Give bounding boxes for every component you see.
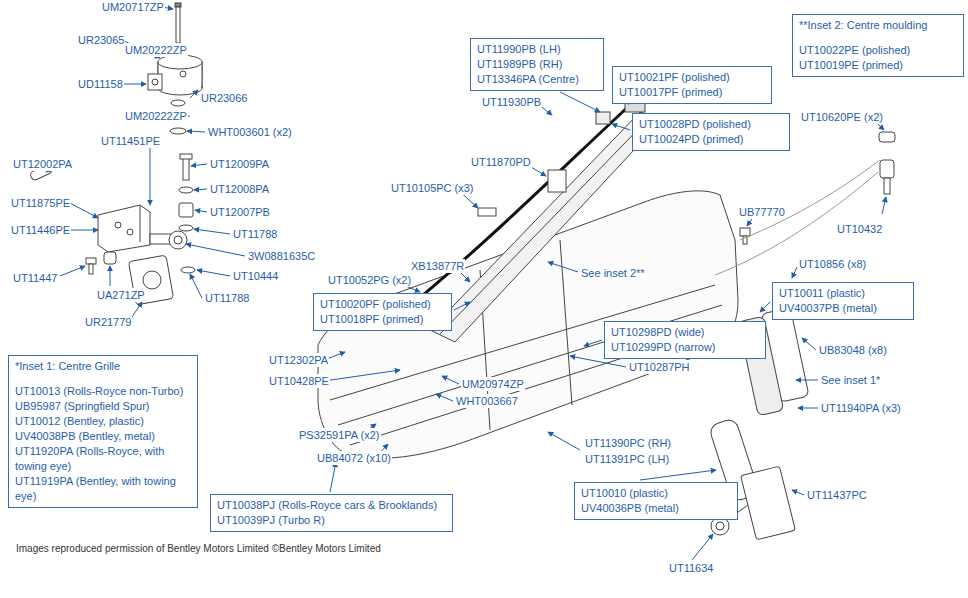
part-number: UR21779 bbox=[84, 315, 132, 329]
part-number: UT10018PF (primed) bbox=[320, 312, 445, 327]
part-number: UT12009PA bbox=[209, 157, 270, 171]
part-number: UT11391PC (LH) bbox=[584, 452, 670, 466]
part-number: UM20222ZP bbox=[124, 109, 188, 123]
part-number: UT10620PE (x2) bbox=[800, 110, 884, 124]
inset-box: **Inset 2: Centre mouldingUT10022PE (pol… bbox=[792, 14, 964, 77]
part-number: UB77770 bbox=[738, 205, 786, 219]
part-number: UT11390PC (RH) bbox=[584, 436, 672, 450]
part-number: UT10012 (Bentley, plastic) bbox=[15, 414, 191, 429]
part-number: UT12302PA bbox=[268, 353, 329, 367]
part-number: UT10428PE bbox=[268, 374, 330, 388]
part-number: UD11158 bbox=[77, 77, 124, 91]
inset-title: *Inset 1: Centre Grille bbox=[15, 359, 191, 374]
part-number: See inset 1* bbox=[820, 373, 881, 387]
part-number-box: UT10021PF (polished)UT10017PF (primed) bbox=[612, 66, 772, 104]
part-number: UT11920PA (Rolls-Royce, with towing eye) bbox=[15, 444, 191, 474]
part-number: UT11451PE bbox=[100, 134, 161, 148]
part-number: UA271ZP bbox=[96, 288, 146, 302]
part-number: UT12002PA bbox=[12, 157, 73, 171]
part-number-box: UT10010 (plastic)UV40036PB (metal) bbox=[574, 482, 738, 520]
part-number-box: UT10038PJ (Rolls-Royce cars & Brooklands… bbox=[210, 494, 453, 532]
part-number: UM20222ZP bbox=[124, 43, 188, 57]
part-number: UV40037PB (metal) bbox=[779, 301, 907, 316]
part-number: UT11919PA (Bentley, with towing eye) bbox=[15, 474, 191, 504]
part-number: UT11989PB (RH) bbox=[477, 57, 597, 72]
part-number: UT10039PJ (Turbo R) bbox=[217, 513, 446, 528]
part-number: UT10019PE (primed) bbox=[799, 58, 957, 73]
part-number: UT11437PC bbox=[806, 488, 868, 502]
part-number: UT11634 bbox=[668, 561, 714, 575]
part-number: UT10017PF (primed) bbox=[619, 85, 765, 100]
part-number: UT10013 (Rolls-Royce non-Turbo) bbox=[15, 384, 191, 399]
part-number: UT10038PJ (Rolls-Royce cars & Brooklands… bbox=[217, 498, 446, 513]
part-number: UT10298PD (wide) bbox=[611, 325, 759, 340]
part-number: UT10021PF (polished) bbox=[619, 70, 765, 85]
part-number: UT10432 bbox=[836, 222, 883, 236]
part-number: UT11990PB (LH) bbox=[477, 42, 597, 57]
part-number: WHT003667 bbox=[455, 394, 519, 408]
part-number: UT10022PE (polished) bbox=[799, 43, 957, 58]
part-number-box: UT10011 (plastic)UV40037PB (metal) bbox=[772, 282, 914, 320]
part-number: UB83048 (x8) bbox=[818, 343, 888, 357]
part-number: UB84072 (x10) bbox=[316, 451, 392, 465]
inset-box: *Inset 1: Centre GrilleUT10013 (Rolls-Ro… bbox=[8, 355, 198, 508]
part-number: UT10299PD (narrow) bbox=[611, 340, 759, 355]
part-number: UT10010 (plastic) bbox=[581, 486, 731, 501]
part-number: UT11788 bbox=[232, 227, 278, 241]
part-number: UT10052PG (x2) bbox=[327, 273, 412, 287]
part-number: UV40036PB (metal) bbox=[581, 501, 731, 516]
part-number: UT10024PD (primed) bbox=[639, 132, 783, 147]
part-number: UT10028PD (polished) bbox=[639, 117, 783, 132]
part-number: UV40038PB (Bentley, metal) bbox=[15, 429, 191, 444]
part-number: UR23066 bbox=[200, 91, 248, 105]
part-number: XB13877R bbox=[410, 259, 465, 273]
part-number: See inset 2** bbox=[580, 266, 646, 280]
part-number: UT10020PF (polished) bbox=[320, 297, 445, 312]
part-number: UT11940PA (x3) bbox=[820, 401, 902, 415]
part-number: UT10011 (plastic) bbox=[779, 286, 907, 301]
part-number: UM20717ZP bbox=[101, 0, 165, 14]
copyright-caption: Images reproduced permission of Bentley … bbox=[16, 543, 381, 554]
inset-title: **Inset 2: Centre moulding bbox=[799, 18, 957, 33]
part-number: UT11788 bbox=[204, 291, 250, 305]
part-number: UT10856 (x8) bbox=[798, 257, 867, 271]
part-number: UT10444 bbox=[232, 269, 279, 283]
part-number: UT11870PD bbox=[470, 155, 532, 169]
part-number: UT11930PB bbox=[481, 95, 542, 109]
part-number: WHT003601 (x2) bbox=[207, 125, 293, 139]
part-number: UT11447 bbox=[12, 271, 58, 285]
part-number: PS32591PA (x2) bbox=[298, 428, 381, 442]
part-number-box: UT10298PD (wide)UT10299PD (narrow) bbox=[604, 321, 766, 359]
part-number-box: UT10020PF (polished)UT10018PF (primed) bbox=[313, 293, 452, 331]
part-number: 3W0881635C bbox=[247, 249, 316, 263]
part-number-box: UT10028PD (polished)UT10024PD (primed) bbox=[632, 113, 790, 151]
part-number: UT13346PA (Centre) bbox=[477, 72, 597, 87]
part-number: UT12008PA bbox=[209, 182, 270, 196]
part-number: UT12007PB bbox=[209, 205, 271, 219]
part-number: UT10287PH bbox=[628, 360, 691, 374]
part-number: UT11446PE bbox=[10, 223, 71, 237]
part-number: UT10105PC (x3) bbox=[390, 181, 475, 195]
part-number-box: UT11990PB (LH)UT11989PB (RH)UT13346PA (C… bbox=[470, 38, 604, 91]
part-number: UM20974ZP bbox=[461, 377, 525, 391]
part-number: UB95987 (Springfield Spur) bbox=[15, 399, 191, 414]
part-number: UR23065 bbox=[77, 33, 125, 47]
part-number: UT11875PE bbox=[10, 196, 71, 210]
